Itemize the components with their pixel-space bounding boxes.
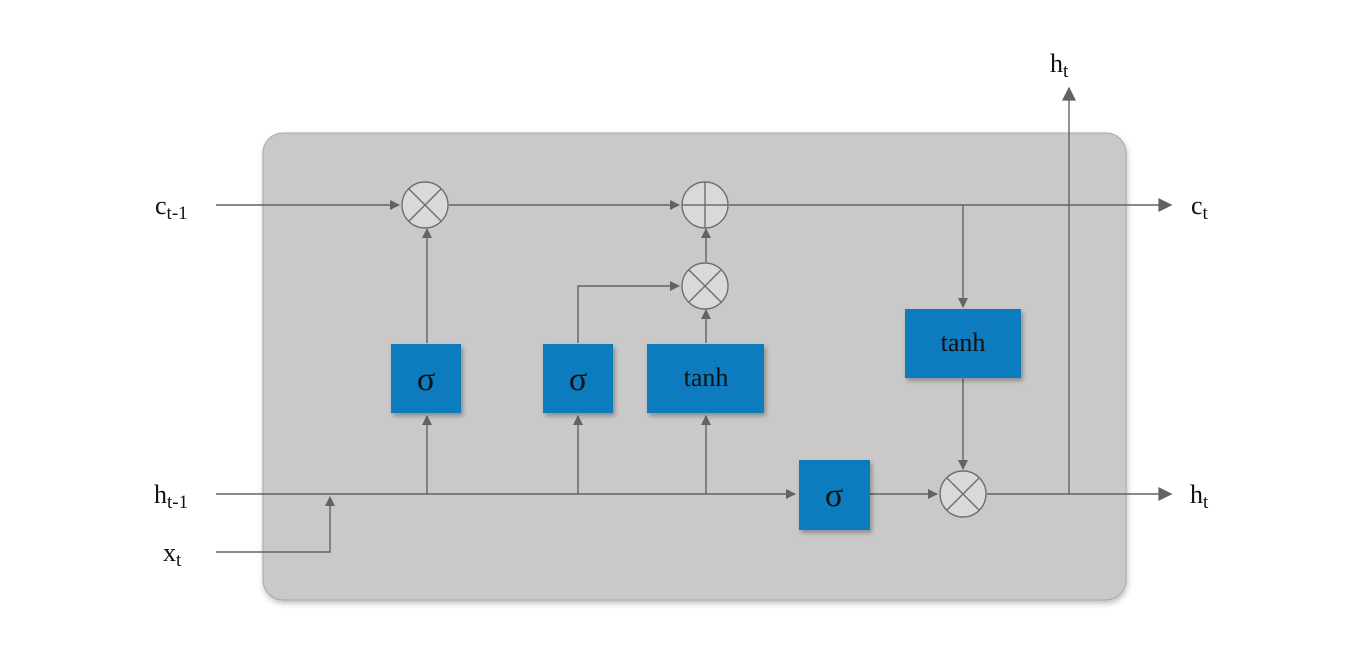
- wire-input-gate-to-mult: [577, 281, 680, 343]
- label-h-prev: ht-1: [154, 480, 188, 513]
- label-h-out-right: ht: [1190, 480, 1209, 513]
- label-x-in-base: x: [163, 538, 176, 567]
- input-gate-label: σ: [569, 361, 587, 398]
- label-h-prev-sub: t-1: [167, 492, 188, 513]
- label-c-prev-sub: t-1: [167, 203, 188, 224]
- output-multiply-operator: [939, 470, 987, 518]
- label-h-out-right-base: h: [1190, 480, 1203, 509]
- label-c-out-sub: t: [1203, 203, 1209, 224]
- label-h-out-top: ht: [1050, 49, 1069, 82]
- label-h-out-top-sub: t: [1063, 61, 1069, 82]
- input-gate: σ: [543, 344, 613, 413]
- candidate-gate: tanh: [647, 344, 764, 413]
- label-c-prev: ct-1: [155, 191, 188, 224]
- forget-gate-label: σ: [417, 361, 435, 398]
- forget-gate: σ: [391, 344, 461, 413]
- forget-multiply-operator: [401, 181, 449, 229]
- label-c-prev-base: c: [155, 191, 167, 220]
- label-c-out-base: c: [1191, 191, 1203, 220]
- label-h-out-top-base: h: [1050, 49, 1063, 78]
- wire-xt-merge: [216, 496, 335, 553]
- add-operator: [681, 181, 729, 229]
- cell-tanh-gate: tanh: [905, 309, 1021, 378]
- label-h-out-right-sub: t: [1203, 492, 1209, 513]
- label-x-in-sub: t: [176, 550, 182, 571]
- output-gate-label: σ: [825, 477, 843, 514]
- label-c-out: ct: [1191, 191, 1209, 224]
- label-h-prev-base: h: [154, 480, 167, 509]
- cell-tanh-label: tanh: [941, 328, 986, 357]
- wires: [216, 86, 1173, 553]
- input-multiply-operator: [681, 262, 729, 310]
- label-x-in: xt: [163, 538, 182, 571]
- output-gate: σ: [799, 460, 870, 530]
- candidate-gate-label: tanh: [684, 363, 729, 392]
